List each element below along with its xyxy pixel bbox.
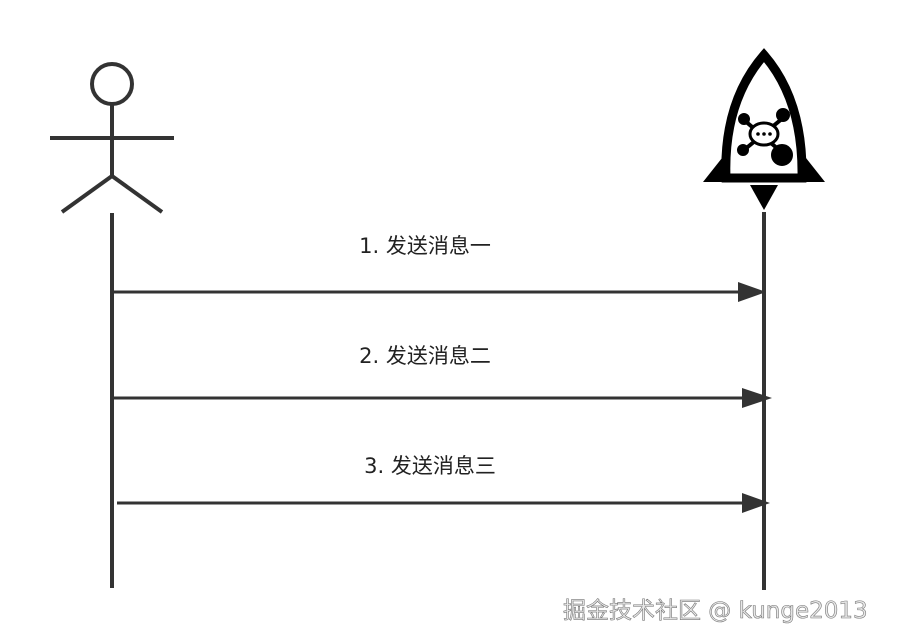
message-label-3: 3. 发送消息三 [364,454,496,478]
message-label-1: 1. 发送消息一 [359,234,491,258]
rocket-icon [703,48,825,210]
actor-icon [50,62,174,214]
message-arrow-3 [117,493,770,513]
watermark: 掘金技术社区 @ kunge2013 [563,598,868,625]
message-arrow-1 [112,282,766,302]
message-label-2: 2. 发送消息二 [359,344,491,368]
message-arrow-2 [112,388,772,408]
